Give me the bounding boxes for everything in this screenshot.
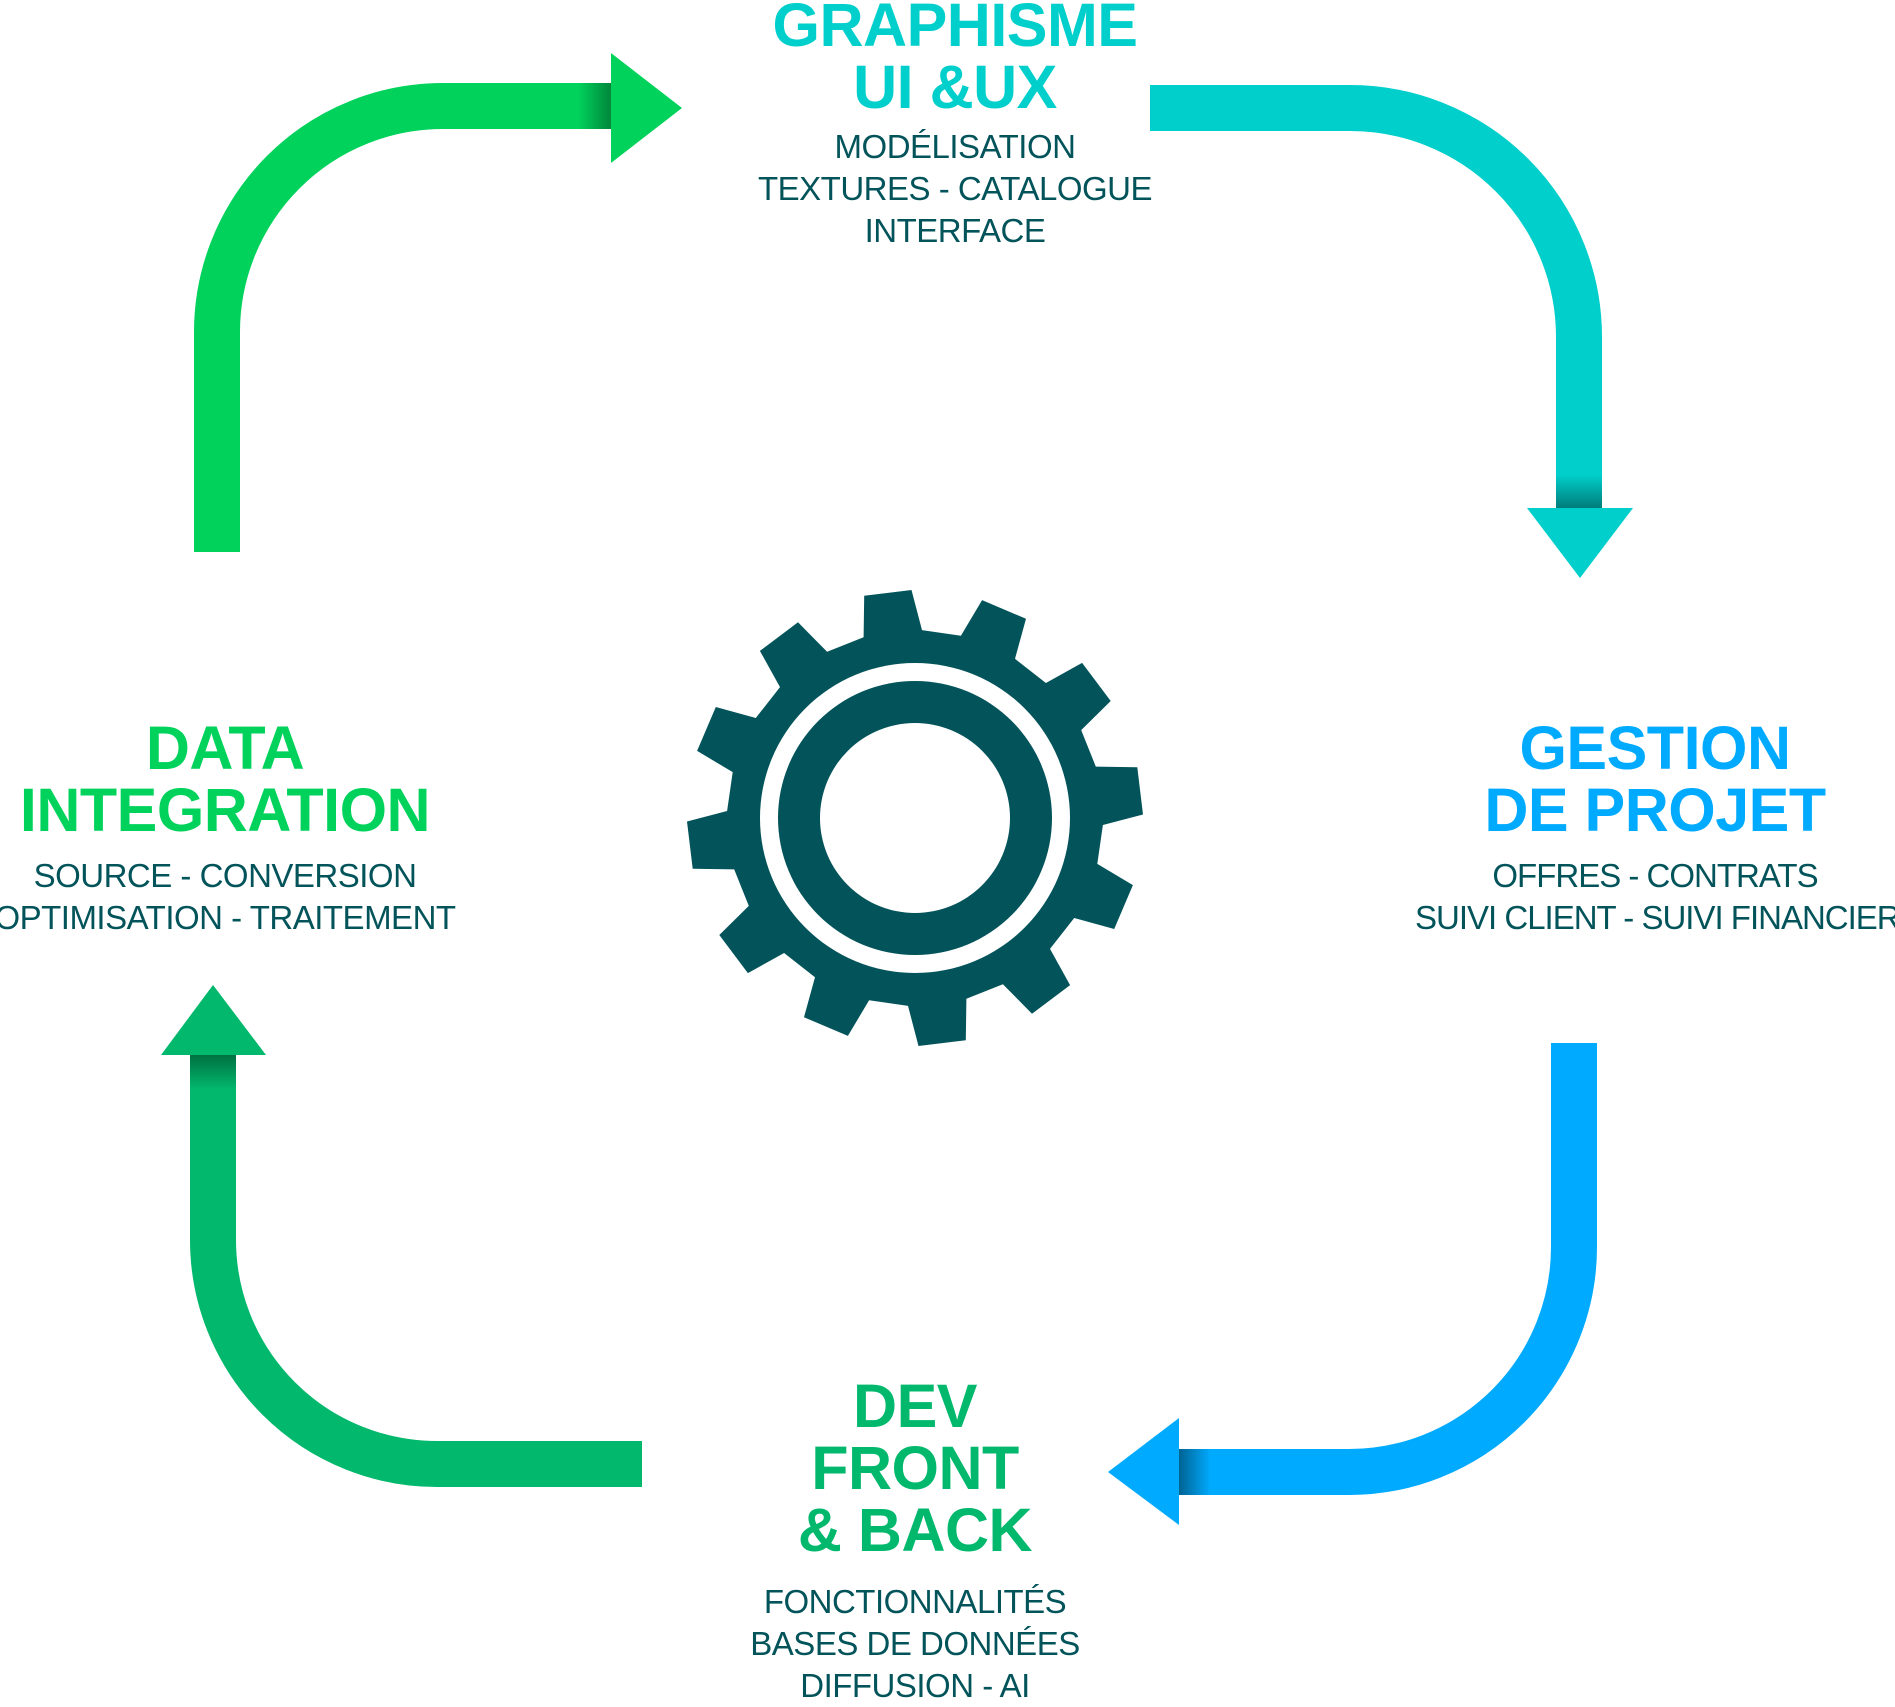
stage-gestion: GESTION DE PROJET OFFRES - CONTRATS SUIV… xyxy=(1415,717,1895,939)
stage-title-line: UI &UX xyxy=(853,53,1057,121)
arrow-data-to-graphisme xyxy=(194,53,682,552)
arrow-body xyxy=(1220,1043,1597,1495)
stage-items: SOURCE - CONVERSION OPTIMISATION - TRAIT… xyxy=(0,855,460,939)
arrow-shade xyxy=(560,83,612,129)
stage-items: OFFRES - CONTRATS SUIVI CLIENT - SUIVI F… xyxy=(1415,855,1895,939)
stage-title-line: DEV xyxy=(853,1372,977,1440)
arrow-up-icon xyxy=(161,985,266,1055)
stage-title: GESTION DE PROJET xyxy=(1415,717,1895,841)
stage-title: GRAPHISME UI &UX xyxy=(755,0,1155,118)
stage-item: FONCTIONNALITÉS xyxy=(763,1583,1067,1620)
stage-item: OFFRES - CONTRATS xyxy=(1492,857,1818,894)
stage-dev: DEV FRONT & BACK FONCTIONNALITÉS BASES D… xyxy=(715,1375,1115,1707)
stage-title: DEV FRONT & BACK xyxy=(715,1375,1115,1561)
arrow-body xyxy=(1150,85,1602,470)
arrow-down-icon xyxy=(1527,508,1633,578)
stage-item: TEXTURES - CATALOGUE xyxy=(758,170,1153,207)
stage-title-line: DE PROJET xyxy=(1484,776,1826,844)
stage-title-line: & BACK xyxy=(797,1496,1033,1564)
stage-item: INTERFACE xyxy=(864,212,1046,249)
gear-body xyxy=(687,590,1143,1046)
stage-item: MODÉLISATION xyxy=(834,128,1076,165)
stage-title-line: FRONT xyxy=(811,1434,1019,1502)
stage-item: SOURCE - CONVERSION xyxy=(33,857,417,894)
stage-title-line: GESTION xyxy=(1519,714,1791,782)
arrow-dev-to-data xyxy=(161,985,642,1487)
stage-data: DATA INTEGRATION SOURCE - CONVERSION OPT… xyxy=(0,717,460,939)
stage-title-line: DATA xyxy=(145,714,305,782)
arrow-body xyxy=(194,83,570,552)
stage-title-line: INTEGRATION xyxy=(19,776,431,844)
arrow-shade xyxy=(1178,1449,1228,1495)
stage-title: DATA INTEGRATION xyxy=(0,717,460,841)
arrow-graphisme-to-gestion xyxy=(1150,85,1633,578)
stage-item: DIFFUSION - AI xyxy=(800,1667,1030,1704)
gear-icon xyxy=(687,590,1143,1046)
stage-graphisme: GRAPHISME UI &UX MODÉLISATION TEXTURES -… xyxy=(755,0,1155,252)
arrow-right-icon xyxy=(611,53,682,163)
stage-item: BASES DE DONNÉES xyxy=(750,1625,1080,1662)
stage-item: SUIVI CLIENT - SUIVI FINANCIER xyxy=(1415,899,1895,936)
arrow-left-icon xyxy=(1108,1418,1179,1525)
arrow-shade xyxy=(190,1054,236,1104)
arrow-gestion-to-dev xyxy=(1108,1043,1597,1525)
arrow-shade xyxy=(1556,460,1602,509)
stage-title-line: GRAPHISME xyxy=(772,0,1138,59)
stage-item: OPTIMISATION - TRAITEMENT xyxy=(0,899,456,936)
arrow-body xyxy=(190,1095,642,1487)
stage-items: MODÉLISATION TEXTURES - CATALOGUE INTERF… xyxy=(755,126,1155,252)
stage-items: FONCTIONNALITÉS BASES DE DONNÉES DIFFUSI… xyxy=(715,1581,1115,1707)
